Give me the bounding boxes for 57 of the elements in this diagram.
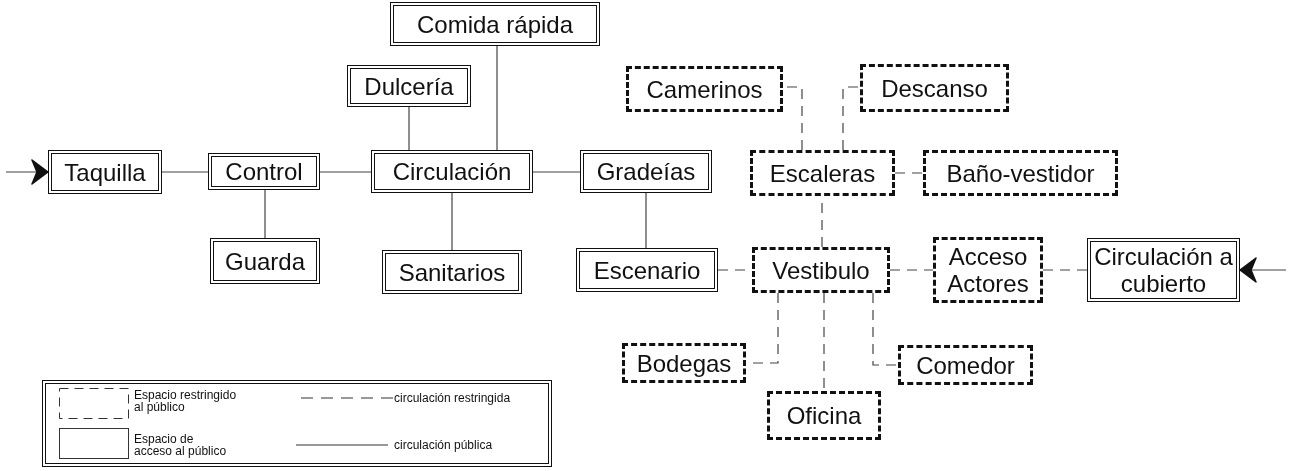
room-label: Camerinos xyxy=(646,75,763,103)
room-label: Guarda xyxy=(224,247,306,275)
connector-line xyxy=(532,171,581,173)
room-box xyxy=(371,150,533,193)
entry-arrow xyxy=(1239,257,1287,283)
room-label: Gradeías xyxy=(596,158,696,185)
room-label: Bodegas xyxy=(636,349,732,377)
room-label: Taquilla xyxy=(64,158,146,186)
room-box xyxy=(750,150,895,196)
room-box xyxy=(767,391,881,440)
connector-line xyxy=(161,171,209,173)
room-box xyxy=(576,248,718,292)
room-box xyxy=(923,150,1118,196)
legend-text: circulación restringida xyxy=(394,392,512,404)
room-box xyxy=(382,250,522,294)
entry-arrow xyxy=(5,159,49,185)
connector-line xyxy=(889,269,934,271)
legend-text: Espacio restringido al público xyxy=(134,389,238,413)
room-label: Descanso xyxy=(881,74,988,102)
room-label: Vestibulo xyxy=(772,256,870,284)
room-label: Escaleras xyxy=(769,159,876,187)
room-box xyxy=(580,150,712,193)
room-label: Baño-vestidor xyxy=(946,159,1095,187)
room-box xyxy=(210,238,320,284)
room-label: Escenario xyxy=(593,256,701,284)
room-box xyxy=(347,65,471,107)
room-box xyxy=(622,343,746,383)
room-box xyxy=(390,2,600,46)
connector-line xyxy=(408,106,410,151)
room-label: Comida rápida xyxy=(416,10,574,38)
room-label: Circulación xyxy=(392,158,512,185)
connector-line xyxy=(264,189,266,239)
room-label: Sanitarios xyxy=(398,258,506,286)
connector-line xyxy=(645,192,647,249)
connector-line xyxy=(872,292,899,366)
connector-line xyxy=(451,192,453,251)
connector-line xyxy=(894,172,924,174)
connector-line xyxy=(496,45,498,151)
room-box xyxy=(626,66,783,112)
room-box xyxy=(48,150,162,194)
room-box xyxy=(1087,238,1240,302)
room-box xyxy=(933,237,1043,303)
room-label: Dulcería xyxy=(364,72,454,100)
room-label: Oficina xyxy=(786,402,862,429)
room-box xyxy=(208,153,320,190)
room-label: Circulación a cubierto xyxy=(1093,243,1234,297)
connector-line xyxy=(319,171,372,173)
legend-text: circulación pública xyxy=(394,439,494,451)
room-label: Comedor xyxy=(916,351,1015,379)
connector-line xyxy=(1042,269,1088,271)
room-box xyxy=(860,64,1009,112)
legend-text: Espacio de acceso al público xyxy=(134,433,228,457)
room-label: Control xyxy=(225,158,303,185)
room-box xyxy=(752,247,890,293)
room-label: Acceso Actores xyxy=(946,243,1030,297)
connector-line xyxy=(842,86,861,151)
room-box xyxy=(898,345,1033,385)
